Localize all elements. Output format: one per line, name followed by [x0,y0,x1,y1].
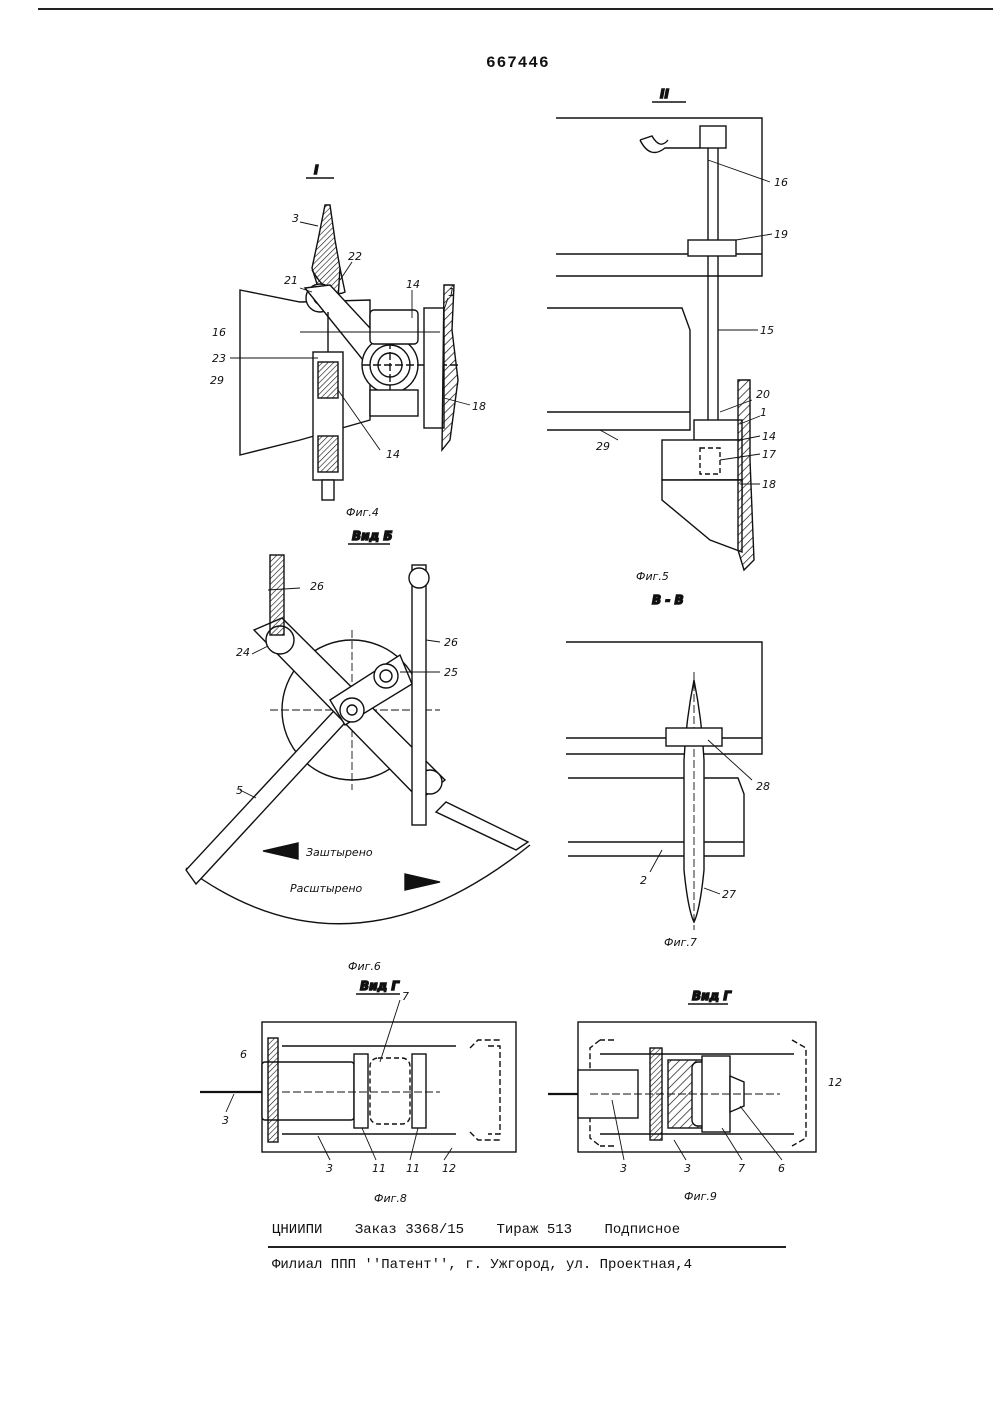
imprint-circulation: Тираж 513 [496,1222,572,1238]
figure-7: В - В [566,593,762,930]
fig5-label-16: 16 [774,176,788,189]
fig4-label-14-top: 14 [406,278,420,291]
fig9-caption: Фиг.9 [684,1190,717,1203]
fig5-label-1: 1 [760,406,767,419]
fig9-label-3-right: 3 [684,1162,691,1175]
section-label-II: II [660,87,669,101]
fig8-label-6: 6 [240,1048,247,1061]
fig6-label-26-right: 26 [444,636,458,649]
footer-rule [268,1246,786,1248]
figure-4: I [230,163,470,500]
imprint-address: Филиал ППП ''Патент'', г. Ужгород, ул. П… [272,1257,692,1273]
fig5-label-18: 18 [762,478,776,491]
figure-9: Вид Г [548,989,816,1160]
fig4-label-1: 1 [448,286,455,299]
fig8-label-12: 12 [442,1162,456,1175]
figure-8: Вид Г [200,979,516,1160]
fig4-label-16: 16 [212,326,226,339]
fig6-label-24: 24 [236,646,250,659]
fig8-label-3-left: 3 [222,1114,229,1127]
fig8-label-11-right: 11 [406,1162,420,1175]
fig4-label-23: 23 [212,352,226,365]
fig7-label-27: 27 [722,888,736,901]
fig7-caption: Фиг.7 [664,936,697,949]
fig8-label-11-left: 11 [372,1162,386,1175]
fig5-caption: Фиг.5 [636,570,669,583]
fig6-label-25: 25 [444,666,458,679]
imprint-org: ЦНИИПИ [272,1222,322,1238]
fig4-label-22: 22 [348,250,362,263]
fig5-label-19: 19 [774,228,788,241]
fig9-label-6: 6 [778,1162,785,1175]
arrow-label-unlocked: Расштырено [290,882,363,895]
fig4-label-3: 3 [292,212,299,225]
fig5-label-15: 15 [760,324,774,337]
fig8-caption: Фиг.8 [374,1192,407,1205]
fig6-caption: Фиг.6 [348,960,381,973]
view-b-label: Вид Б [352,529,393,543]
section-label-VV: В - В [652,593,684,607]
imprint-line: ЦНИИПИ Заказ 3368/15 Тираж 513 Подписное [272,1222,704,1238]
imprint-subscription: Подписное [604,1222,680,1238]
fig4-label-18: 18 [472,400,486,413]
figure-5: II [547,87,772,570]
arrow-label-locked: Заштырено [306,846,373,859]
fig4-label-21: 21 [284,274,298,287]
fig5-label-17: 17 [762,448,776,461]
fig5-label-29: 29 [596,440,610,453]
view-g-left-label: Вид Г [360,979,400,993]
fig6-label-26-left: 26 [310,580,324,593]
fig8-label-7: 7 [402,990,409,1003]
view-g-right-label: Вид Г [692,989,732,1003]
fig9-label-7: 7 [738,1162,745,1175]
imprint-order: Заказ 3368/15 [355,1222,464,1238]
fig6-label-5: 5 [236,784,243,797]
figure-6: Вид Б [186,529,530,924]
fig4-label-14-bottom: 14 [386,448,400,461]
fig9-label-12: 12 [828,1076,842,1089]
fig8-label-3-bottom: 3 [326,1162,333,1175]
fig7-label-2: 2 [640,874,647,887]
fig4-label-29: 29 [210,374,224,387]
fig5-label-14: 14 [762,430,776,443]
fig9-label-3-left: 3 [620,1162,627,1175]
figure-7-labels: 28 2 27 Фиг.7 [640,780,770,949]
fig7-label-28: 28 [756,780,770,793]
fig4-caption: Фиг.4 [346,506,379,519]
fig5-label-20: 20 [756,388,770,401]
section-label-I: I [314,163,319,177]
